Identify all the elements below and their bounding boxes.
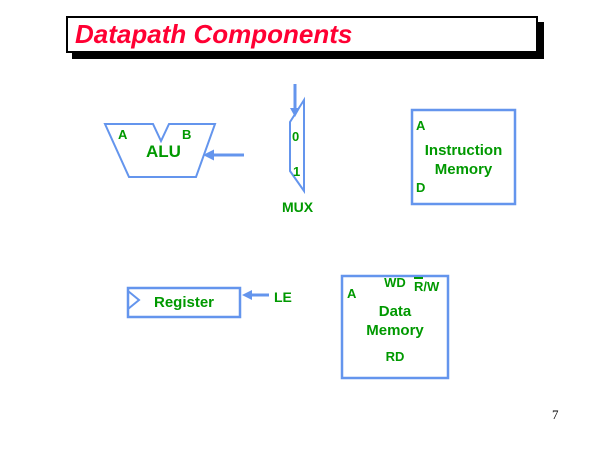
register-label: Register [153, 294, 215, 311]
load-enable-arrow-icon [242, 290, 269, 300]
rw-rest: /W [423, 279, 440, 294]
data-memory-label-line2: Memory [366, 322, 424, 339]
register-shape [126, 286, 242, 319]
data-memory-label-line1: Data [378, 303, 412, 320]
mux-input-0-label: 0 [292, 129, 300, 144]
data-memory-port-wd-label: WD [384, 275, 406, 290]
instruction-memory-port-d-label: D [416, 180, 426, 195]
data-memory-port-rd-label: RD [385, 349, 405, 364]
load-enable-label: LE [274, 289, 292, 305]
page-title: Datapath Components [75, 19, 353, 49]
clock-edge-triangle-icon [127, 290, 141, 310]
data-memory-port-rw-label: R/W [414, 277, 439, 294]
alu-port-b-label: B [182, 127, 192, 142]
mux-input-1-label: 1 [293, 164, 301, 179]
instruction-memory-shape [410, 108, 517, 206]
instruction-memory-label-line2: Memory [434, 161, 493, 178]
alu-label: ALU [146, 142, 181, 161]
alu-shape [103, 123, 217, 178]
alu-port-a-label: A [118, 127, 128, 142]
rw-overbar: R [414, 277, 424, 294]
data-memory-shape [340, 274, 450, 380]
instruction-memory-port-a-label: A [416, 118, 426, 133]
page-number: 7 [552, 407, 559, 422]
slide-title-box: Datapath Components [66, 16, 538, 53]
alu-control-arrow-icon [203, 149, 244, 161]
mux-label: MUX [282, 199, 314, 215]
data-memory-port-a-label: A [347, 286, 357, 301]
instruction-memory-label-line1: Instruction [424, 142, 503, 159]
mux-select-arrow-icon [290, 84, 300, 117]
